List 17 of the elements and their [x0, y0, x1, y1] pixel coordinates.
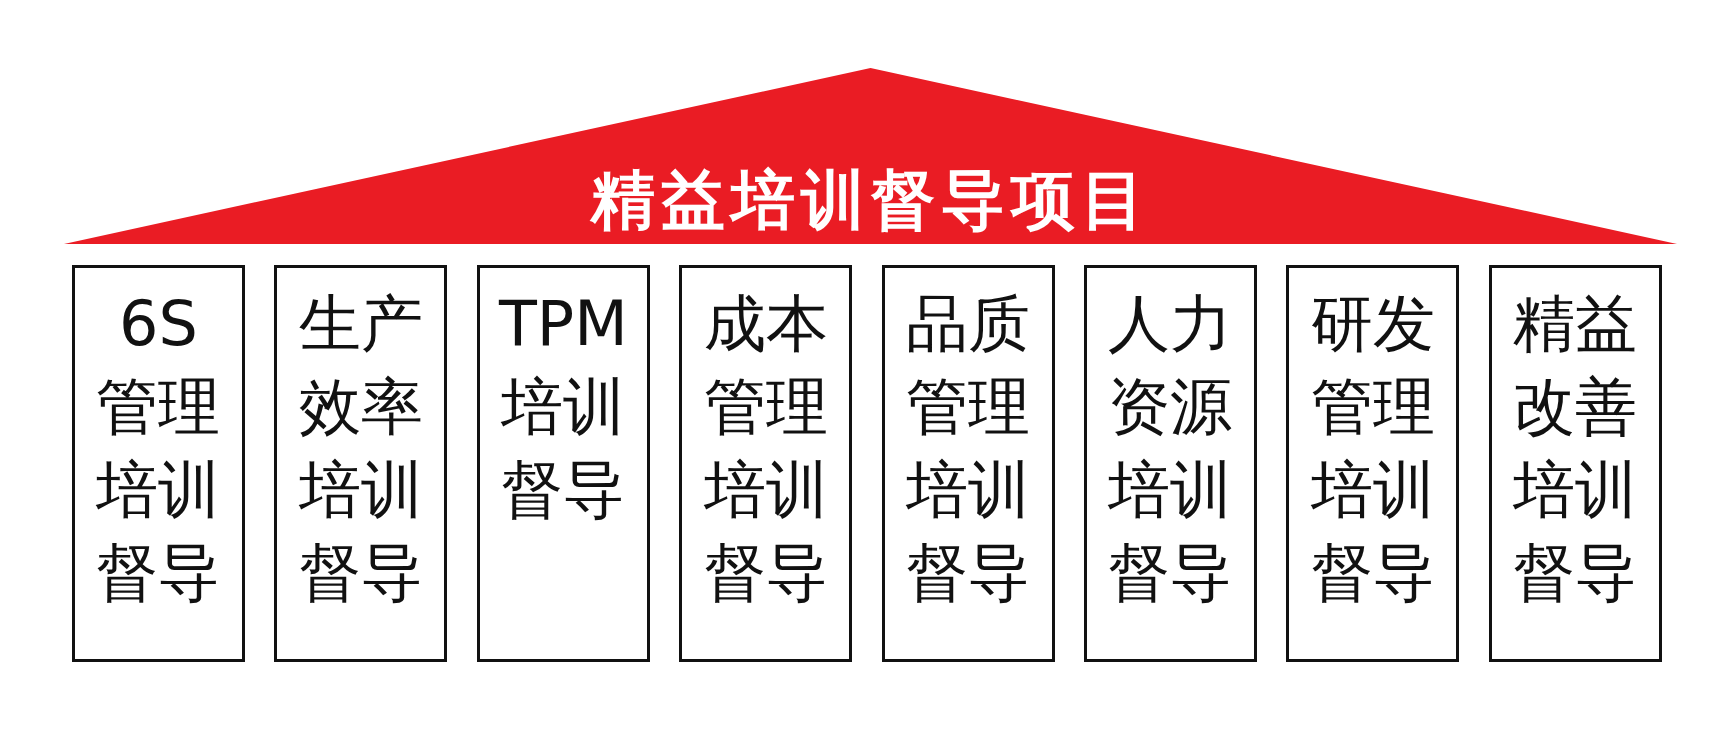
pillar-label: 人力资源培训督导: [1107, 286, 1234, 611]
pillar-box: [881, 265, 1055, 662]
pillar-box: [679, 265, 853, 662]
pillar-box: [1084, 265, 1257, 662]
pillar-box: [274, 265, 448, 662]
pillar-label: 品质管理培训督导: [905, 286, 1032, 611]
pillar-box: [476, 265, 650, 662]
pillar-label: 研发管理培训督导: [1309, 286, 1436, 611]
pillar-box: [72, 265, 245, 662]
roof-title: 精益培训督导项目: [589, 162, 1152, 239]
pillar-box: [1286, 265, 1460, 662]
pillar-label: 成本管理培训督导: [702, 286, 829, 611]
pillar-label: TPM培训督导: [497, 286, 629, 528]
pillar-label: 精益改善培训督导: [1512, 286, 1639, 611]
pillar-label: 6S管理培训督导: [95, 286, 222, 611]
pillar-box: [1488, 265, 1662, 662]
pillar-label: 生产效率培训督导: [297, 286, 424, 611]
